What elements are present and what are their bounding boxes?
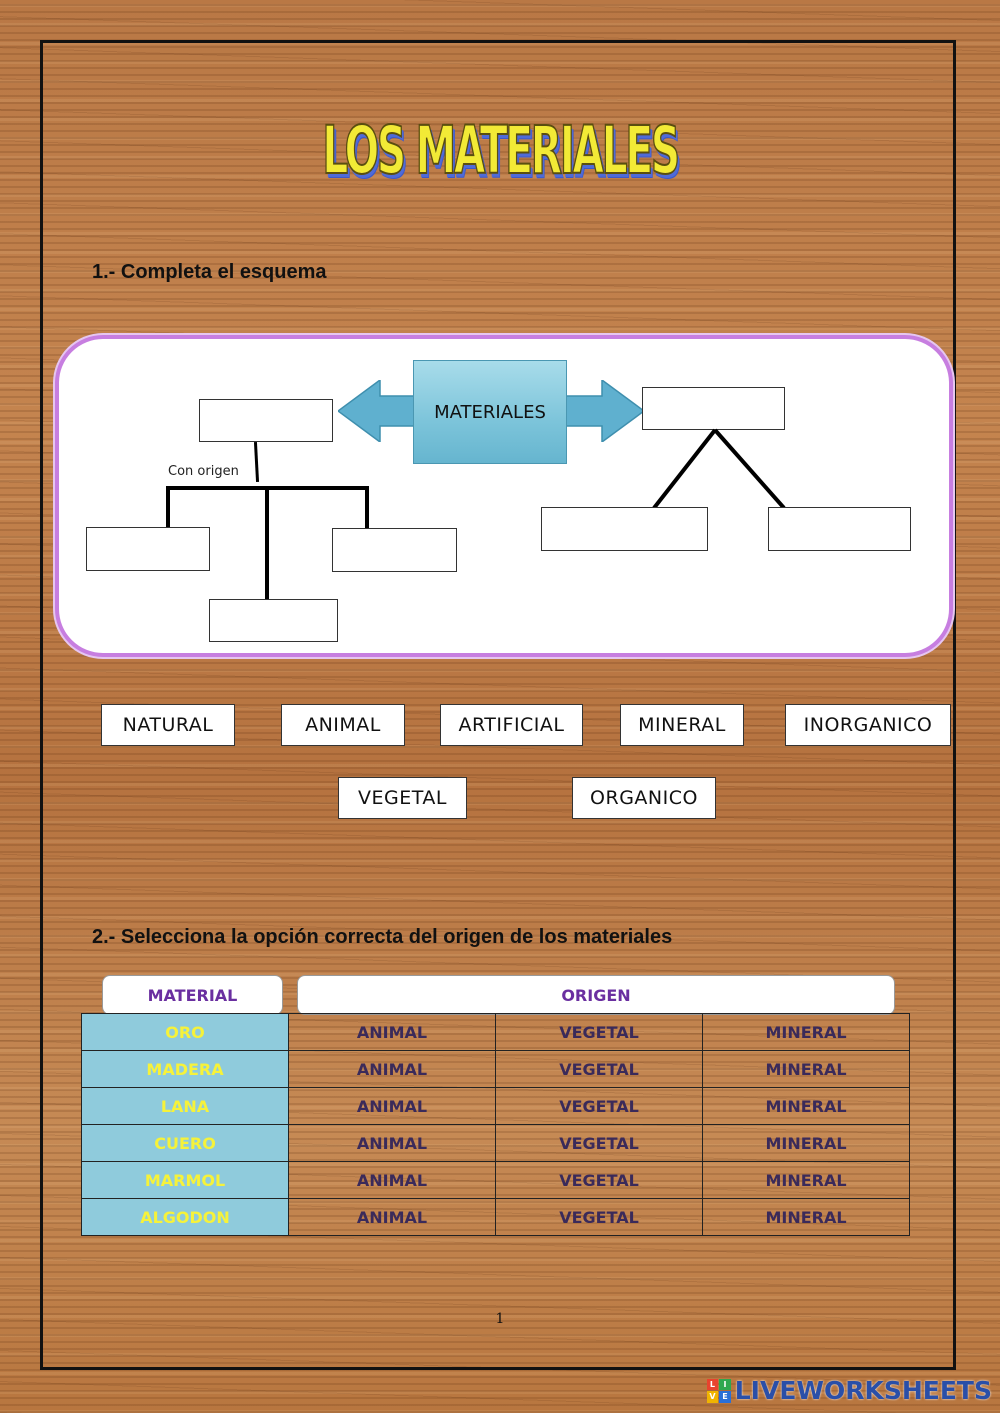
logo-letter: I [719,1378,731,1390]
option-mineral[interactable]: MINERAL [702,1161,910,1199]
connector-line [265,486,269,599]
option-animal[interactable]: ANIMAL [288,1124,496,1162]
word-natural[interactable]: NATURAL [101,704,235,746]
option-animal[interactable]: ANIMAL [288,1161,496,1199]
materiales-center-box: MATERIALES [413,360,567,464]
blank-box-left[interactable] [86,527,210,571]
option-mineral[interactable]: MINERAL [702,1198,910,1236]
word-inorganico[interactable]: INORGANICO [785,704,951,746]
logo-letter: V [706,1391,719,1403]
material-cell: MARMOL [81,1161,289,1199]
blank-box-left-top[interactable] [199,399,333,442]
word-mineral[interactable]: MINERAL [620,704,744,746]
blank-box-right-right[interactable] [768,507,911,551]
blank-box-right-left[interactable] [541,507,708,551]
word-animal[interactable]: ANIMAL [281,704,405,746]
material-cell: ORO [81,1013,289,1051]
blank-box-right-top[interactable] [642,387,785,430]
header-origen: ORIGEN [297,975,895,1015]
option-animal[interactable]: ANIMAL [288,1013,496,1051]
word-organico[interactable]: ORGANICO [572,777,716,819]
option-vegetal[interactable]: VEGETAL [495,1050,703,1088]
word-artificial[interactable]: ARTIFICIAL [440,704,583,746]
page-frame [40,40,956,1370]
question-1: 1.- Completa el esquema [92,261,327,283]
option-mineral[interactable]: MINERAL [702,1013,910,1051]
blank-box-bottom[interactable] [209,599,338,642]
liveworksheets-brand: L I V E LIVEWORKSHEETS [706,1376,992,1405]
page-title: LOS MATERIALES [322,111,681,190]
option-animal[interactable]: ANIMAL [288,1087,496,1125]
option-vegetal[interactable]: VEGETAL [495,1087,703,1125]
logo-letter: E [719,1391,731,1403]
word-vegetal[interactable]: VEGETAL [338,777,467,819]
blank-box-right[interactable] [332,528,457,572]
connector-line [365,486,369,528]
page-number: 1 [495,1311,505,1327]
con-origen-label: Con origen [168,464,239,479]
connector-line [166,486,170,528]
liveworksheets-logo-icon: L I V E [706,1378,731,1403]
option-mineral[interactable]: MINERAL [702,1087,910,1125]
question-2: 2.- Selecciona la opción correcta del or… [92,926,673,948]
option-mineral[interactable]: MINERAL [702,1124,910,1162]
material-cell: MADERA [81,1050,289,1088]
material-cell: LANA [81,1087,289,1125]
header-material: MATERIAL [102,975,283,1015]
option-mineral[interactable]: MINERAL [702,1050,910,1088]
brand-text: LIVEWORKSHEETS [734,1376,992,1405]
option-vegetal[interactable]: VEGETAL [495,1161,703,1199]
option-vegetal[interactable]: VEGETAL [495,1013,703,1051]
option-animal[interactable]: ANIMAL [288,1050,496,1088]
option-vegetal[interactable]: VEGETAL [495,1198,703,1236]
connector-lines [652,428,786,510]
option-vegetal[interactable]: VEGETAL [495,1124,703,1162]
material-cell: ALGODON [81,1198,289,1236]
option-animal[interactable]: ANIMAL [288,1198,496,1236]
logo-letter: L [706,1378,719,1390]
material-cell: CUERO [81,1124,289,1162]
